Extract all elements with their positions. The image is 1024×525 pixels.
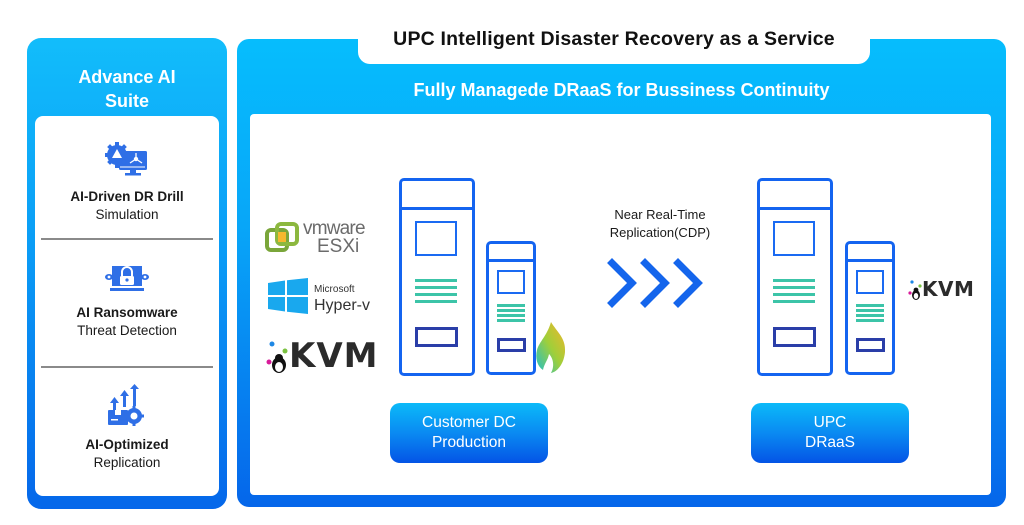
customer-dc-label-line2: Production [431, 434, 507, 451]
vmware-logo-icon [265, 222, 299, 252]
ai-monitor-gear-icon [105, 142, 147, 176]
feature-dr-drill-label-line1: AI-Driven DR Drill [70, 189, 184, 204]
feature-dr-drill: AI-Driven DR Drill Simulation [35, 142, 219, 224]
source-server-small [486, 241, 536, 375]
source-server-large [399, 178, 475, 376]
page-title: UPC Intelligent Disaster Recovery as a S… [393, 28, 835, 50]
upc-draas-label: UPC DRaaS [751, 403, 909, 463]
kvm-logo-source: KVM [265, 336, 378, 379]
kvm-brand: KVM [289, 336, 379, 376]
feature-ransomware-detection: AI Ransomware Threat Detection [35, 264, 219, 340]
microsoft-brand: Microsoft [314, 284, 355, 295]
hyper-v-product: Hyper-v [314, 297, 371, 314]
optimized-replication-icon [108, 384, 144, 426]
customer-dc-label-line1: Customer DC [422, 414, 516, 431]
feature-ransomware-detection-label-line2: Threat Detection [77, 323, 177, 338]
target-server-large [757, 178, 833, 376]
replication-label-line1: Near Real-Time [614, 207, 706, 222]
title-tab-body [358, 24, 870, 64]
ai-suite-panel: Advance AI Suite [27, 38, 227, 509]
kvm-logo-target: KVM [908, 277, 974, 307]
feature-dr-drill-label-line2: Simulation [95, 207, 159, 222]
replication-label-line2: Replication(CDP) [609, 225, 711, 240]
customer-dc-production-label: Customer DC Production [390, 403, 548, 463]
kvm-logo-icon [908, 280, 922, 300]
divider [41, 366, 213, 368]
feature-ransomware-detection-label: AI Ransomware Threat Detection [35, 304, 219, 340]
esxi-product: ESXi [317, 236, 360, 257]
feature-optimized-replication-label: AI-Optimized Replication [35, 436, 219, 472]
ai-suite-title: Advance AI Suite [27, 65, 227, 113]
kvm-brand: KVM [922, 277, 975, 301]
ai-suite-list: AI-Driven DR Drill Simulation AI Ransomw… [35, 116, 219, 496]
feature-optimized-replication-label-line2: Replication [93, 455, 161, 470]
ai-suite-title-line1: Advance AI [78, 67, 176, 87]
triple-chevron-right-icon [607, 258, 703, 308]
upc-draas-label-line1: UPC [813, 414, 847, 431]
feature-optimized-replication-label-line1: AI-Optimized [85, 437, 169, 452]
ai-suite-title-line2: Suite [104, 91, 149, 111]
feature-optimized-replication: AI-Optimized Replication [35, 384, 219, 472]
windows-logo-icon [268, 278, 308, 314]
fire-icon [536, 322, 566, 373]
ransomware-lock-icon [105, 266, 149, 291]
feature-dr-drill-label: AI-Driven DR Drill Simulation [35, 188, 219, 224]
divider [41, 238, 213, 240]
vmware-brand: vmware [303, 218, 366, 239]
kvm-logo-icon [266, 341, 288, 373]
target-server-small [845, 241, 895, 375]
page-subtitle: Fully Managede DRaaS for Bussiness Conti… [413, 80, 830, 100]
hyper-v-logo: Microsoft Hyper-v [268, 278, 370, 319]
replication-label: Near Real-Time Replication(CDP) [585, 206, 735, 242]
upc-draas-label-line2: DRaaS [805, 434, 855, 451]
feature-ransomware-detection-label-line1: AI Ransomware [76, 305, 178, 320]
